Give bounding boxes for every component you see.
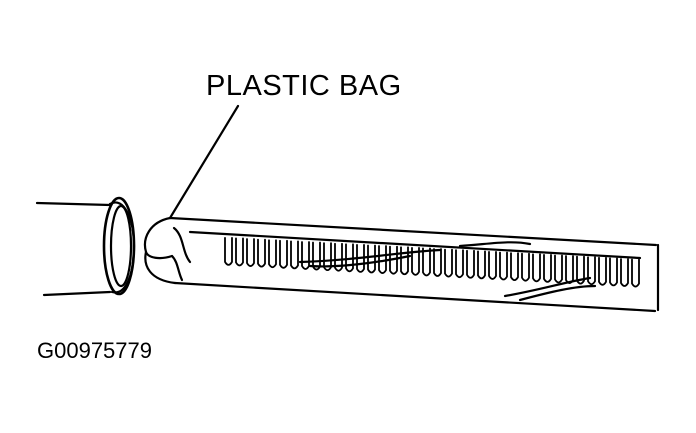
spline-tooth [620,258,629,287]
seal-ring [102,196,136,296]
callout-label: PLASTIC BAG [206,70,402,102]
spline-tooth [598,256,607,286]
spline-tooth [422,247,431,277]
spline-tooth [466,249,475,279]
shaft [35,201,112,297]
spline-tooth [235,237,244,267]
spline-tooth [411,246,420,276]
spline-tooth [554,254,563,284]
spline-tooth [455,249,464,279]
spline-tooth [257,238,266,268]
spline-tooth [587,256,596,286]
spline-tooth [246,238,255,267]
plastic-bag [143,216,660,313]
spline-tooth [334,242,343,272]
spline-tooth [477,250,486,280]
spline-tooth [301,241,310,270]
spline-tooth [510,252,519,282]
spline-tooth [543,253,552,283]
spline-tooth [433,248,442,277]
spline-tooth [290,240,299,270]
spline-tooth [279,239,288,269]
spline-tooth [356,244,365,273]
spline-tooth [444,248,453,278]
spline-tooth [499,251,508,281]
spline-tooth [565,255,574,284]
spline-tooth [312,241,321,271]
spline-teeth [224,236,640,288]
figure-id: G00975779 [37,338,152,363]
spline-tooth [367,244,376,274]
spline-tooth [631,258,640,288]
spline-tooth [378,245,387,274]
spline-tooth [345,243,354,273]
spline-tooth [224,236,233,266]
spline-tooth [389,245,398,275]
spline-tooth [609,257,618,287]
spline-tooth [532,253,541,283]
spline-tooth [400,246,409,276]
spline-tooth [323,242,332,272]
spline-tooth [521,252,530,282]
spline-tooth [488,251,497,280]
spline-tooth [576,255,585,285]
spline-tooth [268,239,277,269]
leader-line [168,104,240,220]
